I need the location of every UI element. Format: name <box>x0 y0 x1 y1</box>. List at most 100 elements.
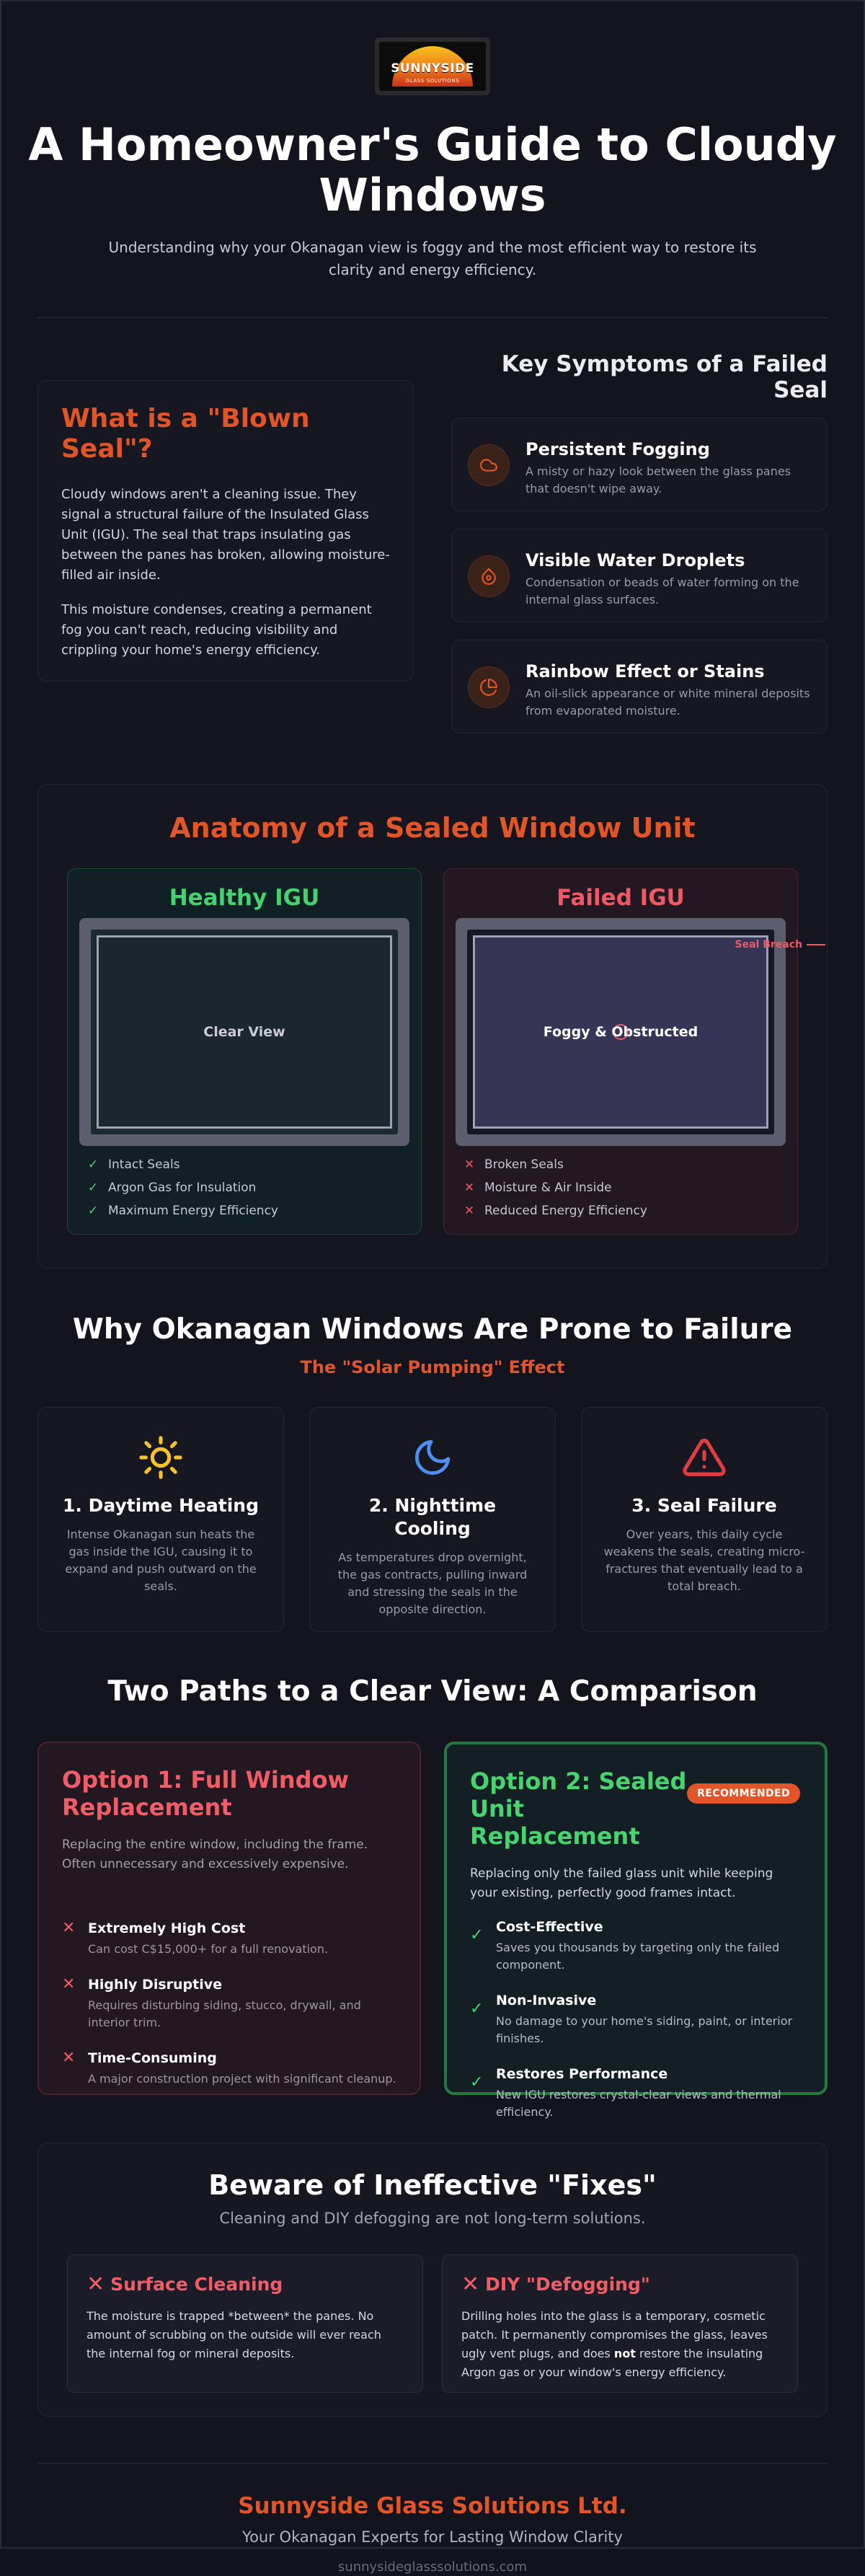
clear-pane: Clear View <box>97 935 392 1129</box>
symptom-title: Persistent Fogging <box>525 439 710 459</box>
x-icon: ✕ <box>463 1157 475 1172</box>
point-title: Time-Consuming <box>88 2050 217 2066</box>
step-desc: As temperatures drop overnight, the gas … <box>337 1551 528 1616</box>
window-frame: Clear View <box>79 918 409 1146</box>
symptom-card: Rainbow Effect or Stains An oil-slick ap… <box>451 640 828 733</box>
sun-icon <box>58 1434 263 1481</box>
fix-desc-part: Drilling holes into the glass is a tempo… <box>461 2309 768 2360</box>
blown-seal-card: What is a "Blown Seal"? Cloudy windows a… <box>37 380 414 682</box>
point-desc: Can cost C$15,000+ for a full renovation… <box>88 1942 329 1956</box>
footer: Sunnyside Glass Solutions Ltd. Your Okan… <box>1 2492 864 2576</box>
point-title: Non-Invasive <box>496 1993 597 2008</box>
fix-desc-emphasis: not <box>613 2347 636 2360</box>
x-icon: ✕ <box>463 1181 475 1195</box>
option-full-replacement-card: Option 1: Full Window Replacement Replac… <box>37 1742 421 2095</box>
failed-igu-title: Failed IGU <box>556 885 685 911</box>
fix-desc: The moisture is trapped *between* the pa… <box>86 2309 381 2360</box>
footer-tagline: Your Okanagan Experts for Lasting Window… <box>242 2528 623 2546</box>
logo-title: SUNNYSIDE <box>391 61 474 76</box>
pane-label: Clear View <box>203 1024 285 1040</box>
step-desc: Intense Okanagan sun heats the gas insid… <box>65 1527 257 1593</box>
check-icon: ✓ <box>470 2000 484 2018</box>
check-icon: ✓ <box>470 2073 484 2091</box>
logo-badge: SUNNYSIDE GLASS SOLUTIONS <box>379 42 486 91</box>
breach-target-icon <box>613 1024 629 1040</box>
droplet-icon <box>468 555 510 597</box>
fix-desc: Drilling holes into the glass is a tempo… <box>461 2307 778 2382</box>
symptom-card: Visible Water Droplets Condensation or b… <box>451 529 828 622</box>
recommended-badge: RECOMMENDED <box>687 1783 800 1804</box>
symptom-desc: Condensation or beads of water forming o… <box>525 575 799 606</box>
comparison-title: Two Paths to a Clear View: A Comparison <box>107 1675 758 1708</box>
point-desc: Saves you thousands by targeting only th… <box>496 1941 780 1972</box>
solar-pumping-subtitle: The "Solar Pumping" Effect <box>300 1357 565 1377</box>
seal-breach-label: Seal Breach <box>735 939 802 950</box>
symptoms-title: Key Symptoms of a Failed Seal <box>501 351 828 403</box>
symptom-card: Persistent Fogging A misty or hazy look … <box>451 418 828 511</box>
website-link[interactable]: sunnysideglasssolutions.com <box>337 2559 528 2575</box>
symptoms-panel: Key Symptoms of a Failed Seal Persistent… <box>451 351 828 733</box>
list-item: ✓Maximum Energy Efficiency <box>85 1199 409 1222</box>
window-frame: Foggy & Obstructed <box>456 918 786 1146</box>
failed-igu-card: Failed IGU Foggy & Obstructed ✕ Broken Se… <box>443 868 798 1235</box>
step-card: 1. Daytime Heating Intense Okanagan sun … <box>37 1407 284 1632</box>
list-item-label: Broken Seals <box>484 1157 564 1172</box>
fix-card-diy-defogging: ✕DIY "Defogging" Drilling holes into the… <box>442 2254 798 2393</box>
step-card: 3. Seal Failure Over years, this daily c… <box>581 1407 828 1632</box>
seal-breach-callout: Seal Breach <box>735 939 825 950</box>
blown-seal-paragraph-2: This moisture condenses, creating a perm… <box>61 602 372 658</box>
step-title: 2. Nighttime Cooling <box>368 1495 497 1539</box>
healthy-igu-title: Healthy IGU <box>169 885 320 911</box>
option-title: Option 1: Full Window Replacement <box>62 1766 350 1821</box>
list-item-label: Intact Seals <box>108 1157 180 1172</box>
fix-card-surface-cleaning: ✕Surface Cleaning The moisture is trappe… <box>67 2254 423 2393</box>
list-item: ✕ Moisture & Air Inside <box>461 1176 786 1199</box>
blown-seal-title: What is a "Blown Seal"? <box>61 404 310 464</box>
symptom-title: Visible Water Droplets <box>525 550 745 570</box>
point-desc: Requires disturbing siding, stucco, dryw… <box>88 1998 361 2029</box>
step-card: 2. Nighttime Cooling As temperatures dro… <box>309 1407 556 1632</box>
intro-section: What is a "Blown Seal"? Cloudy windows a… <box>37 351 828 733</box>
point-title: Extremely High Cost <box>88 1920 246 1936</box>
check-icon: ✓ <box>470 1926 484 1944</box>
check-icon: ✓ <box>87 1181 99 1195</box>
option-sealed-unit-card: Option 2: Sealed Unit Replacement RECOMM… <box>444 1742 828 2119</box>
symptom-desc: A misty or hazy look between the glass p… <box>525 464 791 495</box>
fix-title: DIY "Defogging" <box>485 2274 650 2295</box>
list-item-label: Moisture & Air Inside <box>484 1181 612 1195</box>
list-item: ✓ Intact Seals <box>85 1153 409 1176</box>
failed-feature-list: ✕ Broken Seals ✕ Moisture & Air Inside ✕ Re… <box>456 1153 786 1222</box>
comparison-section: Two Paths to a Clear View: A Comparison … <box>37 1675 828 2119</box>
warning-icon <box>602 1434 807 1481</box>
x-icon: ✕ <box>62 1919 76 1937</box>
point-desc: No damage to your home's siding, paint, … <box>496 2014 793 2045</box>
symptom-title: Rainbow Effect or Stains <box>525 661 765 682</box>
option-desc: Replacing the entire window, including t… <box>62 1838 368 1871</box>
check-icon: ✓ <box>87 1157 99 1172</box>
foggy-pane: Foggy & Obstructed <box>473 935 768 1129</box>
list-item-label: Reduced Energy Efficiency <box>484 1204 647 1218</box>
page-title: A Homeowner's Guide to Cloudy Windows <box>28 118 837 221</box>
healthy-igu-card: Healthy IGU Clear View ✓Intact Seals ✓Ar… <box>67 868 422 1235</box>
okanagan-section: Why Okanagan Windows Are Prone to Failur… <box>37 1313 828 1632</box>
moon-icon <box>330 1434 535 1481</box>
point-title: Cost-Effective <box>496 1919 603 1935</box>
option-desc: Replacing only the failed glass unit whi… <box>470 1866 773 1900</box>
option-title: Option 2: Sealed Unit Replacement <box>470 1768 687 1850</box>
pie-icon <box>468 666 510 708</box>
okanagan-title: Why Okanagan Windows Are Prone to Failur… <box>72 1313 793 1346</box>
logo-subtitle: GLASS SOLUTIONS <box>405 78 460 84</box>
step-title: 1. Daytime Heating <box>63 1495 259 1516</box>
company-logo: SUNNYSIDE GLASS SOLUTIONS <box>375 38 490 95</box>
check-icon: ✓ <box>87 1204 99 1218</box>
healthy-feature-list: ✓Intact Seals ✓Argon Gas for Insulation … <box>79 1153 409 1222</box>
anatomy-section: Anatomy of a Sealed Window Unit Healthy … <box>37 784 828 1269</box>
point-desc: New IGU restores crystal-clear views and… <box>496 2088 781 2119</box>
beware-title: Beware of Ineffective "Fixes" <box>208 2169 657 2201</box>
x-icon: ✕ <box>62 2049 76 2067</box>
x-icon: ✕ <box>62 1975 76 1993</box>
